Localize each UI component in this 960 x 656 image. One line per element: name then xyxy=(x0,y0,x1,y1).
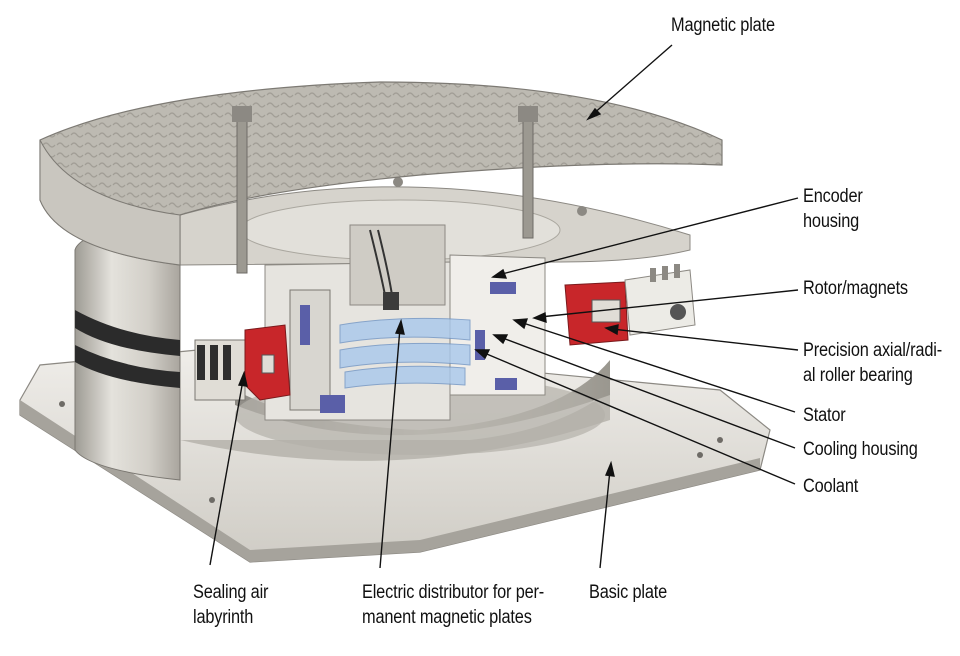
leader-rotor-magnets xyxy=(539,289,799,318)
leader-electric-distributor xyxy=(379,327,401,569)
leader-lines xyxy=(209,44,799,569)
label-stator: Stator xyxy=(803,405,846,426)
label-sealing-air: Sealing air labyrinth xyxy=(193,582,269,628)
leader-encoder-housing xyxy=(497,197,799,276)
label-cooling-housing: Cooling housing xyxy=(803,439,918,460)
label-encoder-housing: Encoder housing xyxy=(803,186,863,232)
label-bearing: Precision axial/radi- al roller bearing xyxy=(803,340,942,386)
leader-bearing xyxy=(611,328,799,351)
label-rotor-magnets: Rotor/magnets xyxy=(803,278,908,299)
rotor-magnets-shape xyxy=(564,264,696,346)
leader-sealing-air xyxy=(209,379,244,566)
leader-cooling-housing xyxy=(499,336,796,449)
leader-basic-plate xyxy=(599,469,611,569)
leader-stator xyxy=(519,321,796,413)
label-basic-plate: Basic plate xyxy=(589,582,668,603)
leader-coolant xyxy=(481,351,796,485)
coolant-arcs xyxy=(339,317,471,389)
label-electric-distributor: Electric distributor for per- manent mag… xyxy=(362,582,545,628)
leader-magnetic-plate xyxy=(591,44,673,116)
label-coolant: Coolant xyxy=(803,476,859,497)
magnetic-plate-shape xyxy=(39,81,723,274)
sealing-air-labyrinth-shape xyxy=(194,324,291,401)
label-magnetic-plate: Magnetic plate xyxy=(671,15,775,36)
